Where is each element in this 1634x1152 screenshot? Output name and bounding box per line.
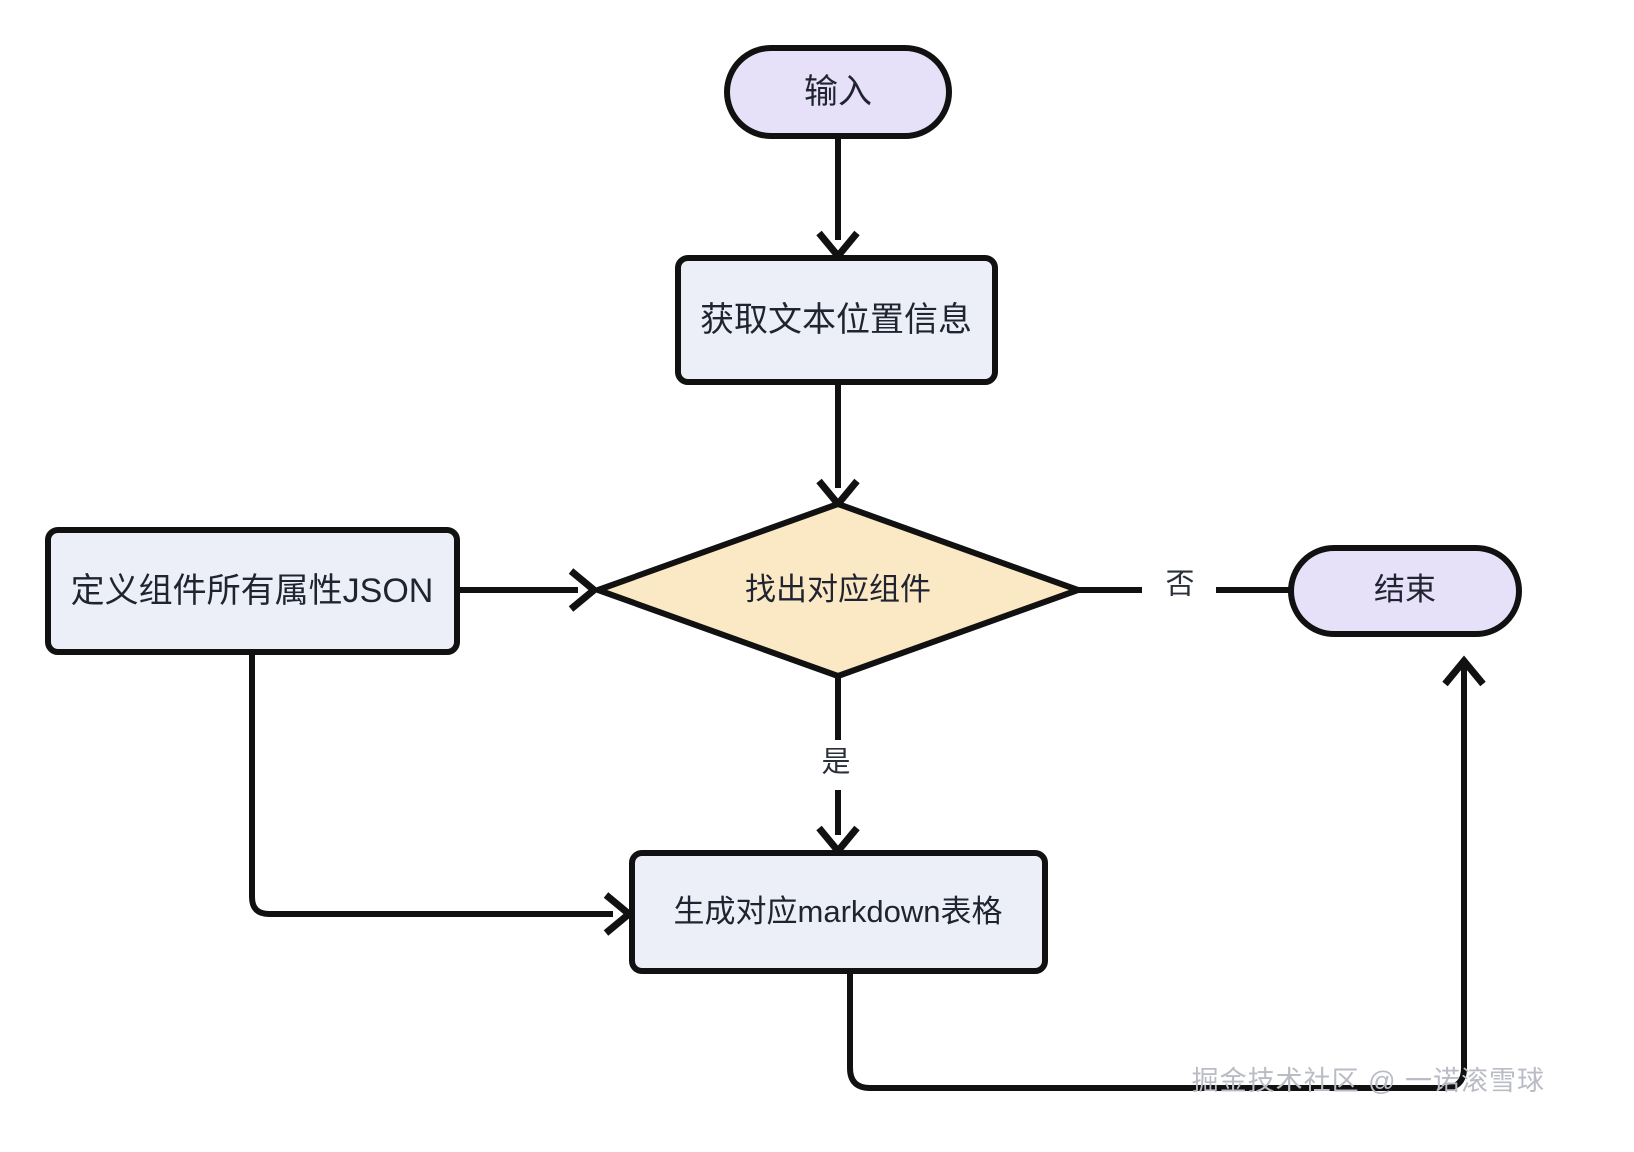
node-define-props-shape[interactable] bbox=[45, 527, 460, 655]
watermark-label: 掘金技术社区 @ 一诺滚雪球 bbox=[1192, 1066, 1545, 1096]
node-get-text-pos[interactable]: 获取文本位置信息 bbox=[675, 255, 998, 385]
node-start[interactable]: 输入 bbox=[724, 45, 952, 139]
node-gen-markdown[interactable]: 生成对应markdown表格 bbox=[629, 850, 1048, 974]
edge-define-props-to-gen-markdown bbox=[249, 654, 635, 936]
edge-define-props-to-find-component bbox=[460, 568, 600, 612]
node-end-label: 结束 bbox=[1374, 572, 1436, 607]
arrow-head-icon bbox=[1442, 655, 1486, 687]
node-start-label: 输入 bbox=[804, 73, 872, 111]
node-find-component-shape[interactable] bbox=[595, 501, 1081, 679]
edge-get-text-pos-to-find-component bbox=[816, 382, 860, 510]
edge-line bbox=[249, 654, 613, 917]
node-end-shape[interactable] bbox=[1288, 545, 1522, 637]
edge-gen-markdown-to-end bbox=[847, 655, 1486, 1091]
node-gen-markdown-label: 生成对应markdown表格 bbox=[674, 894, 1003, 929]
node-define-props[interactable]: 定义组件所有属性JSON bbox=[45, 527, 460, 655]
edge-find-component-to-gen-markdown-yes: 是 bbox=[816, 678, 860, 857]
node-find-component-label: 找出对应组件 bbox=[745, 572, 931, 607]
edge-label-yes: 是 bbox=[821, 747, 850, 779]
node-gen-markdown-shape[interactable] bbox=[629, 850, 1048, 974]
node-get-text-pos-label: 获取文本位置信息 bbox=[700, 301, 972, 339]
node-get-text-pos-shape[interactable] bbox=[675, 255, 998, 385]
arrow-head-icon bbox=[568, 568, 600, 612]
node-find-component[interactable]: 找出对应组件 bbox=[595, 501, 1081, 679]
edge-label-no: 否 bbox=[1165, 569, 1194, 601]
node-end[interactable]: 结束 bbox=[1288, 545, 1522, 637]
node-define-props-label: 定义组件所有属性JSON bbox=[71, 572, 434, 610]
edge-line bbox=[847, 665, 1467, 1091]
node-start-shape[interactable] bbox=[724, 45, 952, 139]
edge-start-to-get-text-pos bbox=[816, 136, 860, 262]
